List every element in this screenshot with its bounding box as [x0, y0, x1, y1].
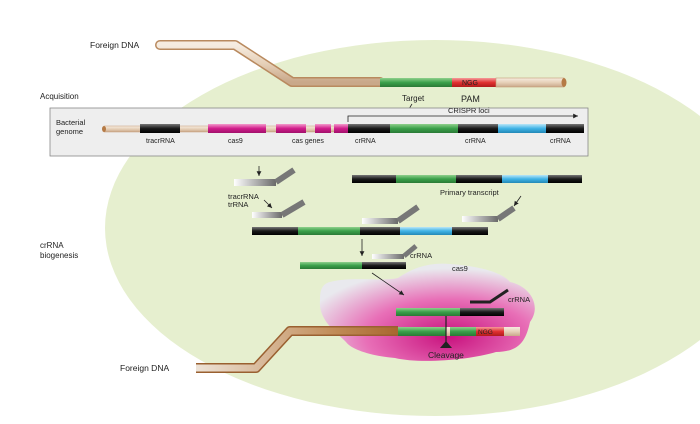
- mature-crrna: [300, 244, 418, 269]
- primary-transcript: [352, 175, 582, 183]
- acquisition-label: Acquisition: [40, 92, 79, 101]
- bacterial-genome-label-2: genome: [56, 127, 83, 136]
- foreign-dna-bottom: [196, 326, 520, 373]
- tracrrna-hybrids: [362, 204, 516, 224]
- crrna-label-1: crRNA: [355, 138, 376, 145]
- foreign-dna-bottom-label: Foreign DNA: [120, 363, 169, 373]
- processed-transcript: [252, 227, 488, 235]
- crrna-label-2: crRNA: [465, 138, 486, 145]
- crrna-complex-label: crRNA: [508, 295, 530, 304]
- crrna-biogenesis-label-2: biogenesis: [40, 251, 78, 260]
- pam-label: PAM: [461, 94, 480, 104]
- arrow-into-cas9: [371, 272, 405, 296]
- tracrrna-gene-label: tracrRNA: [146, 138, 175, 145]
- crispr-loci-bracket: [347, 113, 578, 122]
- crrna-in-complex: [396, 288, 509, 316]
- crispr-loci-label: CRISPR loci: [448, 106, 490, 115]
- cleavage-marker: [440, 316, 452, 348]
- cleavage-label: Cleavage: [428, 350, 464, 360]
- tracrrna-molecule: [234, 167, 296, 186]
- arrow-from-primary: [513, 195, 522, 207]
- crrna-label-3: crRNA: [550, 138, 571, 145]
- cas-genes-label: cas genes: [292, 138, 324, 145]
- foreign-dna-top: [155, 40, 567, 88]
- cas9-protein-label: cas9: [452, 264, 468, 273]
- bacterial-genome-label-1: Bacterial: [56, 118, 86, 127]
- arrow-to-trrna: [263, 199, 273, 209]
- trrna-molecule: [252, 199, 306, 218]
- bacterial-genome-strand: [102, 124, 584, 133]
- ngg-bottom-label: NGG: [478, 329, 493, 336]
- crrna-mid-label: crRNA: [410, 251, 432, 260]
- foreign-dna-top-label: Foreign DNA: [90, 40, 139, 50]
- tracrrna-small-label: tracrRNA: [228, 192, 259, 201]
- cas9-gene-label: cas9: [228, 138, 243, 145]
- primary-transcript-label: Primary transcript: [440, 188, 500, 197]
- trrna-small-label: trRNA: [228, 200, 248, 209]
- target-label: Target: [402, 94, 425, 103]
- crrna-biogenesis-label-1: crRNA: [40, 241, 64, 250]
- ngg-top-label: NGG: [462, 80, 478, 87]
